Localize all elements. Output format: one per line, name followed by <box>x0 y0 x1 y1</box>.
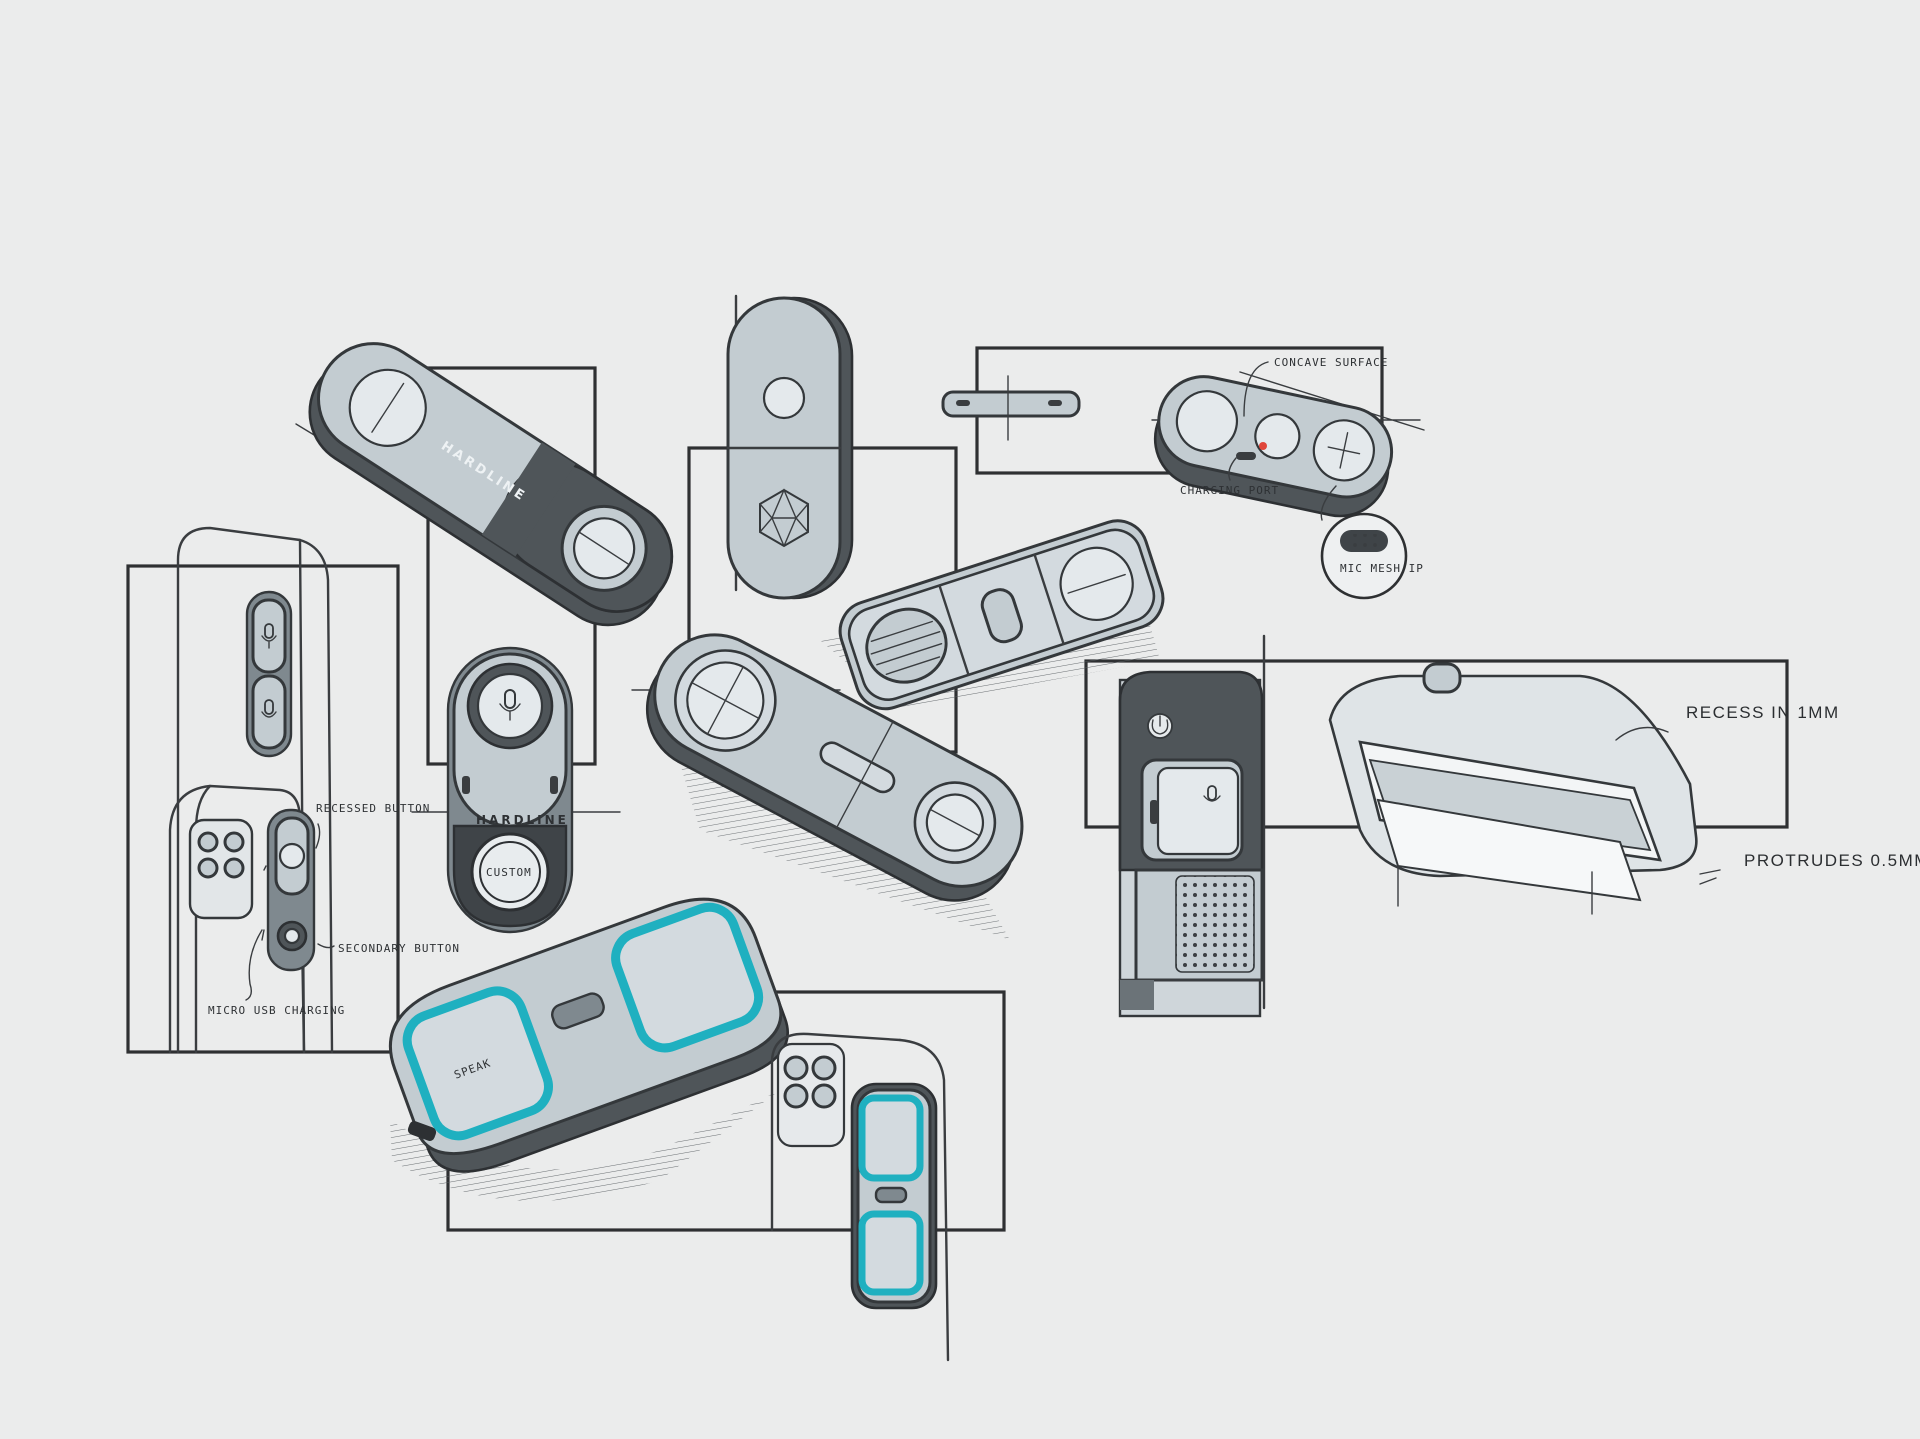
hardline-device-diagonal: HARDLINE <box>295 342 674 627</box>
power-icon <box>1147 713 1173 739</box>
concave-device-perspective <box>1151 371 1425 518</box>
annotation-recessed-button: RECESSED BUTTON <box>315 802 430 849</box>
annotation-secondary-button: SECONDARY BUTTON <box>317 942 460 955</box>
label-micro-usb: MICRO USB CHARGING <box>208 1004 345 1017</box>
icosahedron-device-vertical <box>726 294 854 600</box>
brand-hardline-front: HARDLINE <box>476 813 569 827</box>
label-secondary: SECONDARY BUTTON <box>338 942 460 955</box>
mic-icon <box>261 699 277 718</box>
annotation-charging-port: CHARGING PORT <box>1180 457 1279 497</box>
mic-device-top-view <box>941 375 1081 441</box>
phone-back-teal-device <box>770 1032 950 1362</box>
speak-device-teal: SPEAK <box>389 897 790 1201</box>
mic-icon <box>261 623 277 649</box>
mic-icon <box>499 689 521 721</box>
annotation-recess: RECESS IN 1MM <box>1615 703 1840 741</box>
label-concave: CONCAVE SURFACE <box>1274 356 1388 369</box>
transparent-tray-device <box>1328 662 1698 915</box>
hardline-device-front: HARDLINE CUSTOM <box>411 646 621 934</box>
phone-side-sketch <box>176 526 334 1054</box>
twin-button-device-large <box>631 633 1024 940</box>
label-recess: RECESS IN 1MM <box>1686 703 1840 722</box>
label-custom: CUSTOM <box>486 866 532 879</box>
mic-mesh-callout: MIC MESH IP <box>1320 485 1424 600</box>
label-protrudes: PROTRUDES 0.5MM <box>1744 851 1920 870</box>
annotation-protrudes: PROTRUDES 0.5MM <box>1699 851 1920 885</box>
mic-icon <box>1203 785 1221 802</box>
usb-port-icon <box>407 1121 437 1141</box>
label-charging-port: CHARGING PORT <box>1180 484 1279 497</box>
speaker-grille-icon <box>1340 530 1388 552</box>
annotation-micro-usb: MICRO USB CHARGING <box>208 929 345 1017</box>
grille-device-tilted <box>820 519 1165 711</box>
annotation-concave-surface: CONCAVE SURFACE <box>1243 356 1388 417</box>
phone-back-sketch <box>168 784 316 1054</box>
label-recessed: RECESSED BUTTON <box>316 802 430 815</box>
icosahedron-icon <box>759 488 809 548</box>
vertical-speaker-device <box>1118 634 1266 1018</box>
label-mic-mesh: MIC MESH IP <box>1340 562 1424 575</box>
